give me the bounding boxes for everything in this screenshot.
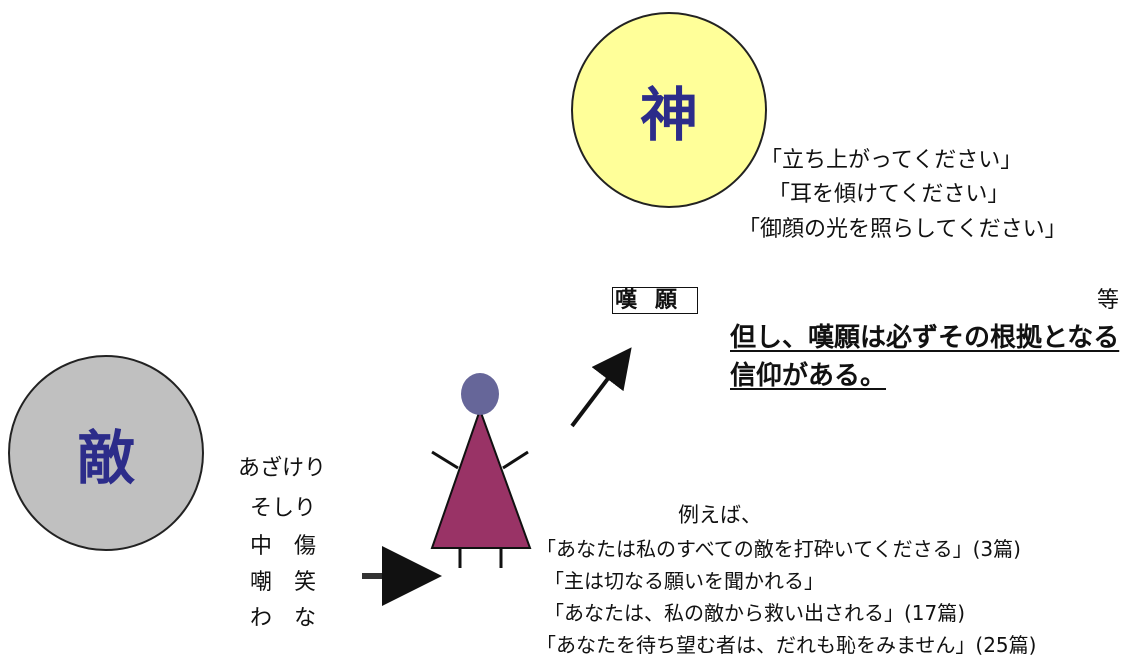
example-2: 「主は切なる願いを聞かれる」 (544, 569, 824, 593)
petition-3: 「御顔の光を照らしてください」 (738, 217, 1067, 242)
petition-1: 「立ち上がってください」 (760, 148, 1023, 173)
etc-label: 等 (1097, 288, 1120, 313)
god-circle: 神 (571, 12, 767, 208)
person-head (461, 373, 499, 415)
god-label: 神 (639, 81, 698, 149)
example-3: 「あなたは、私の敵から救い出される」(17篇) (544, 601, 966, 625)
person-left-arm (431, 450, 459, 470)
example-4: 「あなたを待ち望む者は、だれも恥をみません」(25篇) (536, 633, 1037, 657)
note-line-2: 信仰がある。 (730, 361, 887, 391)
example-1: 「あなたは私のすべての敵を打砕いてくださる」(3篇) (536, 537, 1021, 561)
enemy-action-3: 中 傷 (250, 534, 317, 559)
person-right-arm (502, 450, 529, 470)
enemy-action-2: そしり (250, 496, 317, 521)
enemy-action-1: あざけり (238, 456, 327, 481)
enemy-circle: 敵 (8, 355, 204, 551)
lament-box: 嘆願 (612, 287, 699, 314)
examples-heading: 例えば、 (678, 503, 762, 527)
lament-label: 嘆願 (612, 287, 699, 314)
arrow-to-god (570, 347, 632, 428)
enemy-action-4: 嘲 笑 (250, 570, 317, 595)
petition-2: 「耳を傾けてください」 (768, 182, 1010, 207)
enemy-action-5: わ な (250, 606, 317, 631)
person-body (430, 407, 532, 549)
enemy-label: 敵 (76, 424, 135, 492)
note-line-1: 但し、嘆願は必ずその根拠となる (730, 323, 1120, 353)
